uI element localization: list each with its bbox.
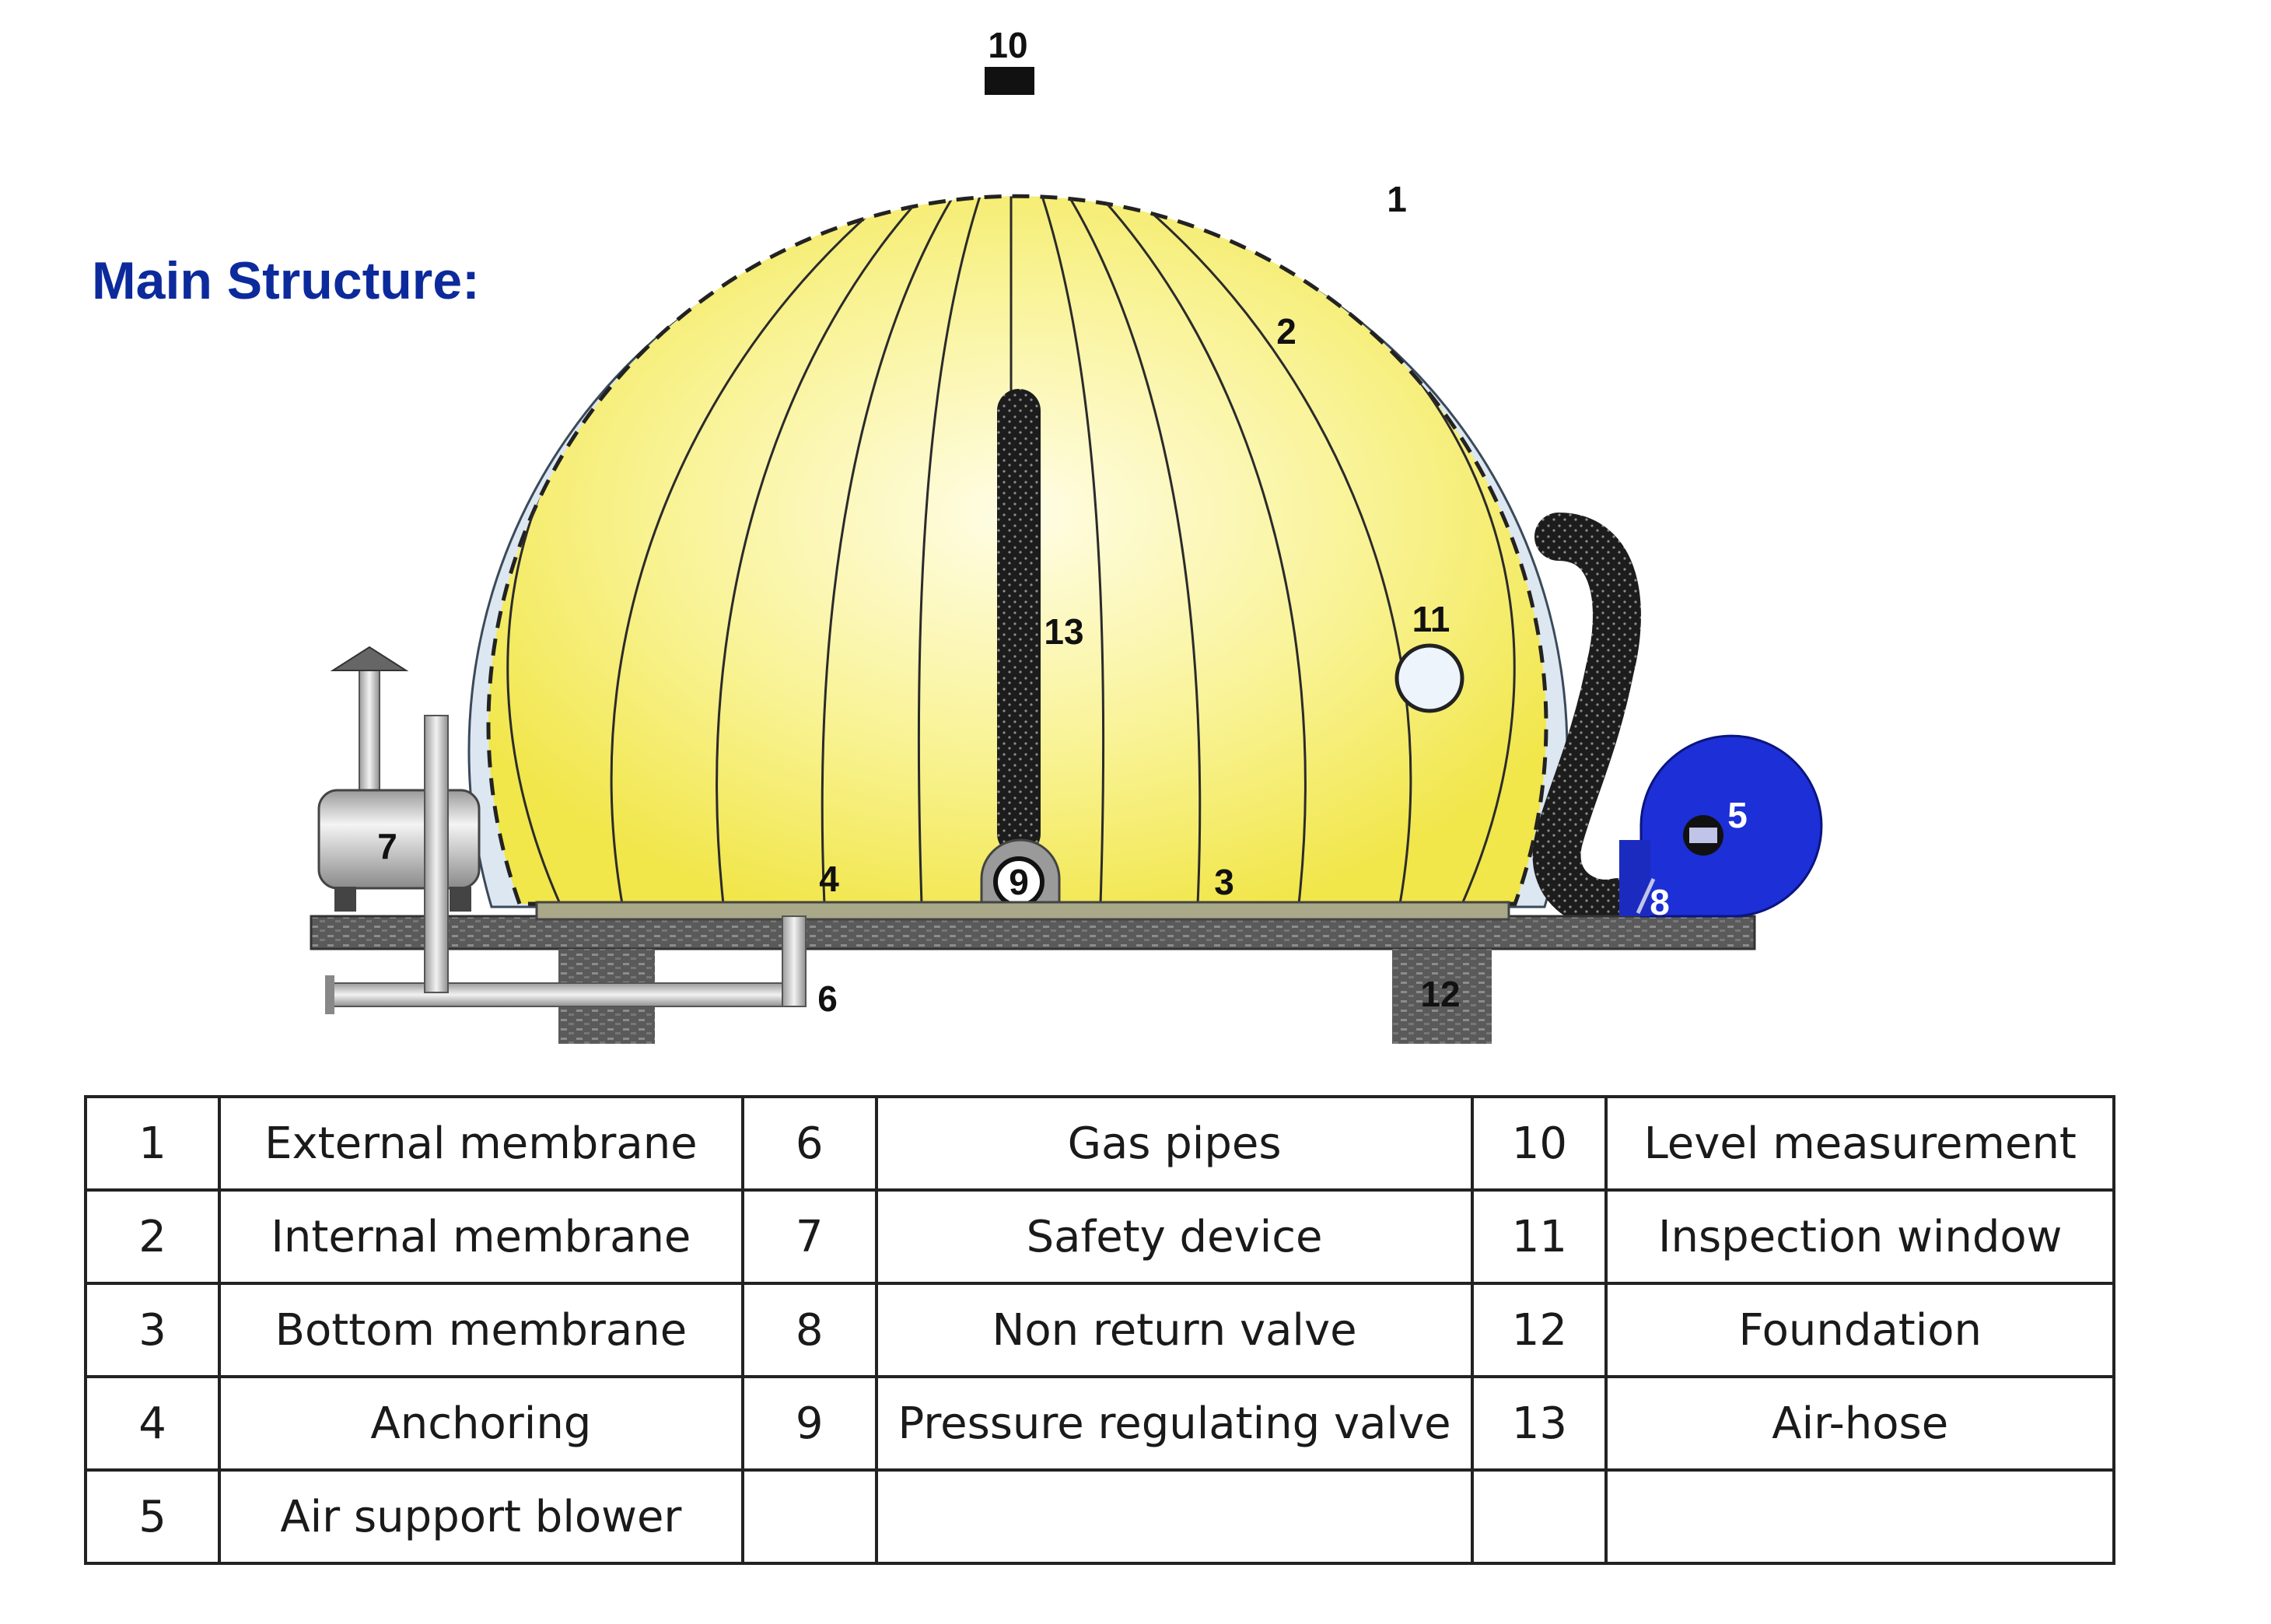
legend-number: 12	[1471, 1282, 1608, 1378]
callout-12: 12	[1420, 974, 1460, 1014]
legend-label: External membrane	[218, 1095, 744, 1192]
legend-label: Pressure regulating valve	[874, 1375, 1475, 1472]
legend-label	[1604, 1468, 2115, 1565]
legend-label: Non return valve	[874, 1282, 1475, 1378]
inspection-window	[1394, 643, 1464, 713]
base-slab	[310, 915, 1756, 950]
foundation-right	[1392, 949, 1492, 1044]
legend-number: 13	[1471, 1375, 1608, 1472]
air-hose-vertical	[997, 389, 1041, 856]
callout-1: 1	[1387, 179, 1407, 219]
legend-label: Internal membrane	[218, 1188, 744, 1285]
callout-8: 8	[1650, 882, 1670, 922]
legend-number	[740, 1468, 878, 1565]
air-support-blower	[1619, 734, 1823, 918]
legend-number: 7	[740, 1188, 878, 1285]
legend-label	[874, 1468, 1475, 1565]
callout-4: 4	[819, 859, 839, 899]
gas-pipes	[325, 915, 807, 1014]
legend-label: Bottom membrane	[218, 1282, 744, 1378]
legend-number: 3	[83, 1282, 222, 1378]
bottom-membrane	[535, 901, 1510, 921]
legend-number: 2	[83, 1188, 222, 1285]
legend-label: Gas pipes	[874, 1095, 1475, 1192]
legend-number: 11	[1471, 1188, 1608, 1285]
legend-number: 4	[83, 1375, 222, 1472]
legend-label: Air-hose	[1604, 1375, 2115, 1472]
legend-number: 1	[83, 1095, 222, 1192]
legend-label: Inspection window	[1604, 1188, 2115, 1285]
air-hose-external	[1532, 513, 1642, 928]
level-measurement-cap	[985, 67, 1034, 95]
legend-number	[1471, 1468, 1608, 1565]
legend-number: 5	[83, 1468, 222, 1565]
callout-6: 6	[817, 978, 838, 1019]
callout-7: 7	[377, 826, 397, 866]
legend-label: Air support blower	[218, 1468, 744, 1565]
callout-10: 10	[988, 25, 1027, 65]
legend-label: Foundation	[1604, 1282, 2115, 1378]
callout-2: 2	[1276, 311, 1296, 352]
legend-number: 10	[1471, 1095, 1608, 1192]
callout-3: 3	[1214, 862, 1234, 902]
legend-label: Anchoring	[218, 1375, 744, 1472]
callout-9: 9	[1009, 862, 1029, 902]
heading-title: Main Structure	[92, 251, 463, 310]
legend-number: 8	[740, 1282, 878, 1378]
callout-13: 13	[1044, 611, 1083, 652]
main-structure-heading: Main Structure:	[92, 250, 480, 311]
legend-label: Safety device	[874, 1188, 1475, 1285]
legend-label: Level measurement	[1604, 1095, 2115, 1192]
legend-number: 6	[740, 1095, 878, 1192]
heading-colon: :	[462, 251, 480, 310]
callout-11: 11	[1412, 599, 1450, 639]
safety-device	[317, 646, 481, 993]
callout-5: 5	[1727, 795, 1748, 835]
legend-number: 9	[740, 1375, 878, 1472]
